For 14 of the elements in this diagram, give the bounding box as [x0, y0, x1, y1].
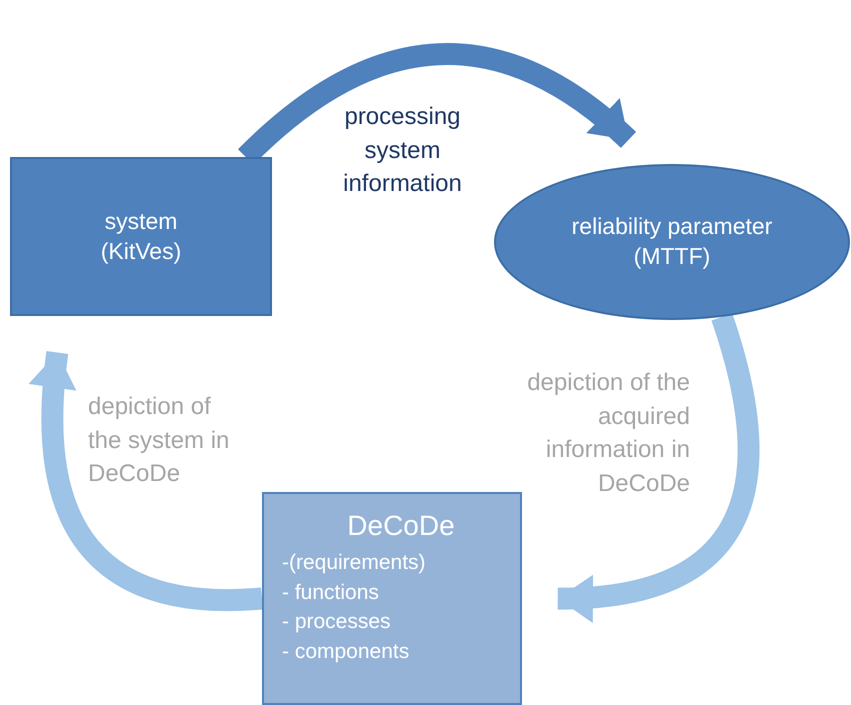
box-heading: DeCoDe: [347, 509, 455, 543]
list-item: -(requirements): [282, 550, 426, 576]
curved-arrow: [30, 351, 262, 611]
edge-label: depiction of the system in DeCoDe: [88, 392, 230, 490]
node-text: reliability parameter (MTTF): [570, 212, 774, 271]
node-text: system (KitVes): [100, 206, 182, 266]
process-box: [262, 492, 522, 705]
list-item: - functions: [282, 580, 379, 606]
process-box: [10, 157, 272, 316]
edge-label: processing system information: [342, 102, 463, 200]
edge-label: depiction of the acquired information in DeCoDe: [526, 368, 690, 499]
curved-arrow: [557, 314, 760, 622]
list-item: - processes: [282, 609, 391, 636]
list-item: - components: [282, 638, 410, 665]
